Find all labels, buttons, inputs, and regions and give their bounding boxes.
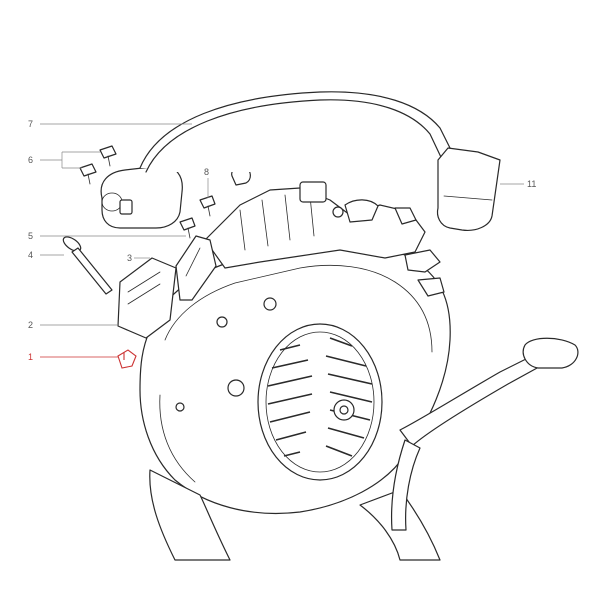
- long-screw: [62, 236, 113, 295]
- callout-8: 8: [204, 167, 209, 177]
- bolt-pair: [79, 145, 117, 185]
- callout-2: 2: [28, 320, 33, 330]
- kickstart-lever: [391, 337, 579, 531]
- callout-5: 5: [28, 231, 33, 241]
- callout-4: 4: [28, 250, 33, 260]
- highlighted-clip-part-1: [117, 349, 137, 369]
- callout-7: 7: [28, 119, 33, 129]
- regulator-bracket: [117, 235, 217, 339]
- callout-11: 11: [527, 179, 536, 189]
- bolts-group-8: [179, 195, 216, 239]
- cylinder-head-assembly: [204, 151, 445, 297]
- callout-3: 3: [127, 253, 132, 263]
- fan-grille: [257, 323, 383, 481]
- callout-6: 6: [28, 155, 33, 165]
- spark-plug-lead: [139, 91, 501, 231]
- leader-lines: [40, 123, 524, 358]
- callout-labels: 7 6 8 5 4 3 2 1 11: [28, 119, 536, 362]
- ignition-coil: [100, 165, 183, 229]
- callout-1: 1: [28, 352, 33, 362]
